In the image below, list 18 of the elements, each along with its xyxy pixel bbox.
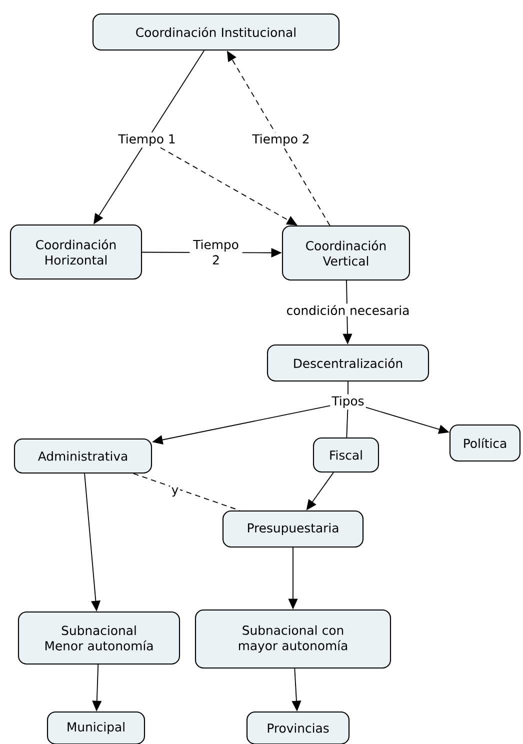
concept-box: Provincias [246,711,350,744]
linking-phrase: Tiempo 1 [116,132,178,148]
concept-box: Coordinación Institucional [92,13,340,51]
edge-label: condición necesaria [284,304,411,316]
concept-box: Subnacional Menor autonomía [18,611,180,665]
concept-box: Política [449,424,521,462]
concept-box: Administrativa [14,438,152,474]
edge-label: Tiempo 2 [190,238,242,266]
concept-box: Descentralización [266,344,430,382]
concept-box: Presupuestaria [222,510,364,548]
edge-label: Tiempo 2 [250,132,312,148]
concept-box: Municipal [46,711,146,744]
concept-box: Fiscal [312,437,380,473]
concept-box: Coordinación Horizontal [10,224,142,280]
edge-label: y [170,486,180,498]
concept-box: Subnacional con mayor autonomía [194,609,392,669]
concept-box: Coordinación Vertical [282,225,410,281]
linking-phrase: Tipos [330,394,366,410]
